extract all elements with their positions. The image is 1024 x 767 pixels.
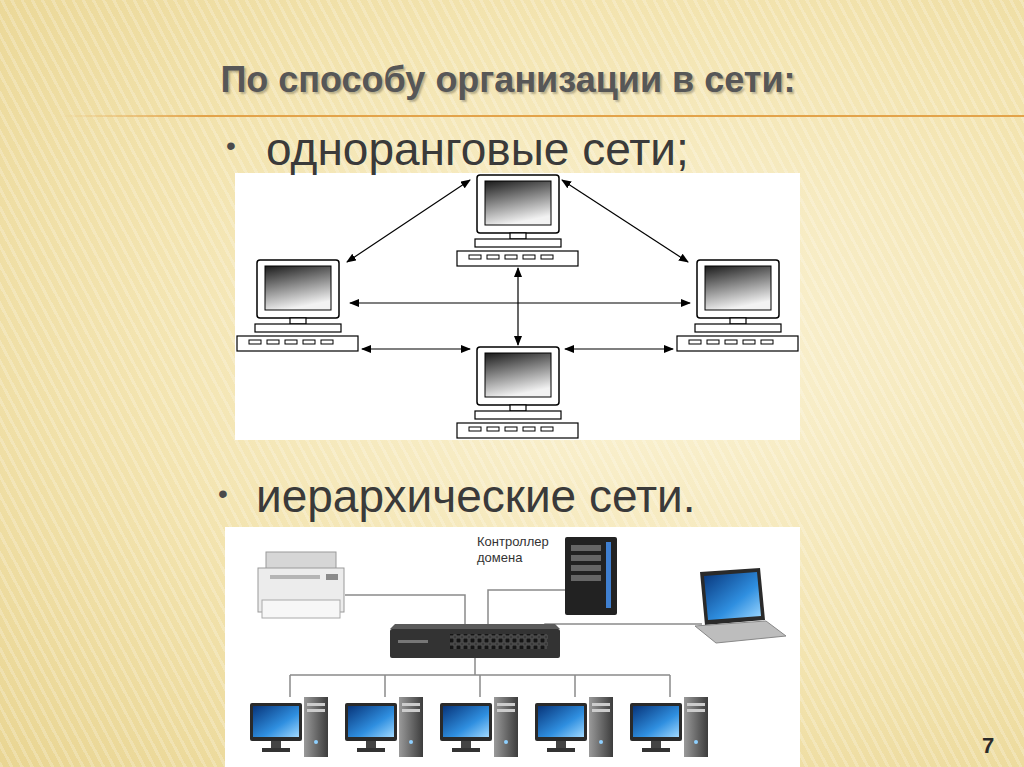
- bullet-text: одноранговые сети;: [266, 122, 689, 176]
- bullet-mark: •: [218, 474, 228, 514]
- slide-title: По способу организации в сети:: [0, 58, 1016, 102]
- page-number: 7: [982, 733, 994, 759]
- hierarchical-network-figure: [225, 527, 800, 767]
- server-label: Контроллер домена: [477, 534, 563, 566]
- peer-network-figure: [235, 173, 800, 440]
- title-rule: [60, 115, 1024, 117]
- bullet-text: иерархические сети.: [256, 469, 696, 523]
- bullet-mark: •: [226, 126, 236, 166]
